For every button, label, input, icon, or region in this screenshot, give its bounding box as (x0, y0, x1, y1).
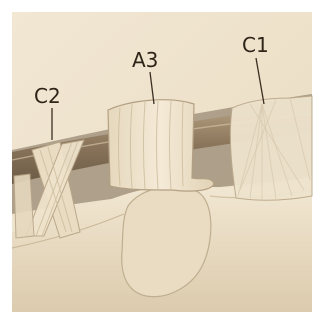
c1-cruciate-pulley (230, 96, 312, 200)
label-c1: C1 (242, 33, 269, 57)
label-a3: A3 (132, 48, 158, 72)
label-c2: C2 (34, 84, 61, 108)
